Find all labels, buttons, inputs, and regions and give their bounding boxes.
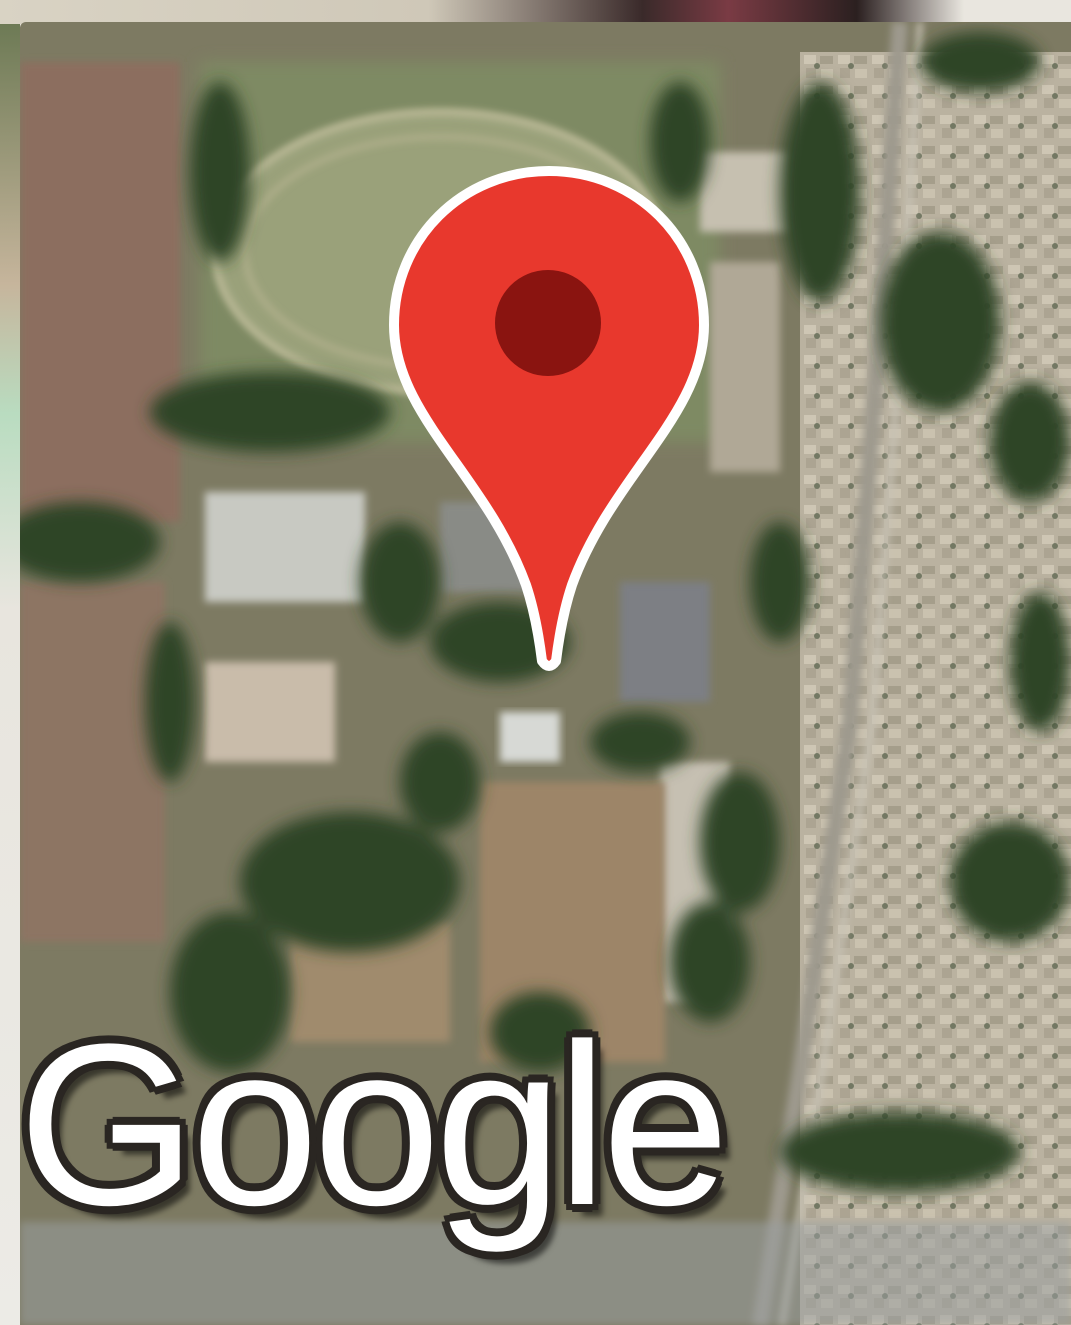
left-photo-edge bbox=[0, 24, 20, 1325]
location-pin-icon[interactable] bbox=[386, 165, 712, 675]
google-logo: Google bbox=[18, 996, 730, 1253]
top-photo-strip bbox=[0, 0, 1071, 24]
pin-center-dot bbox=[495, 270, 601, 376]
